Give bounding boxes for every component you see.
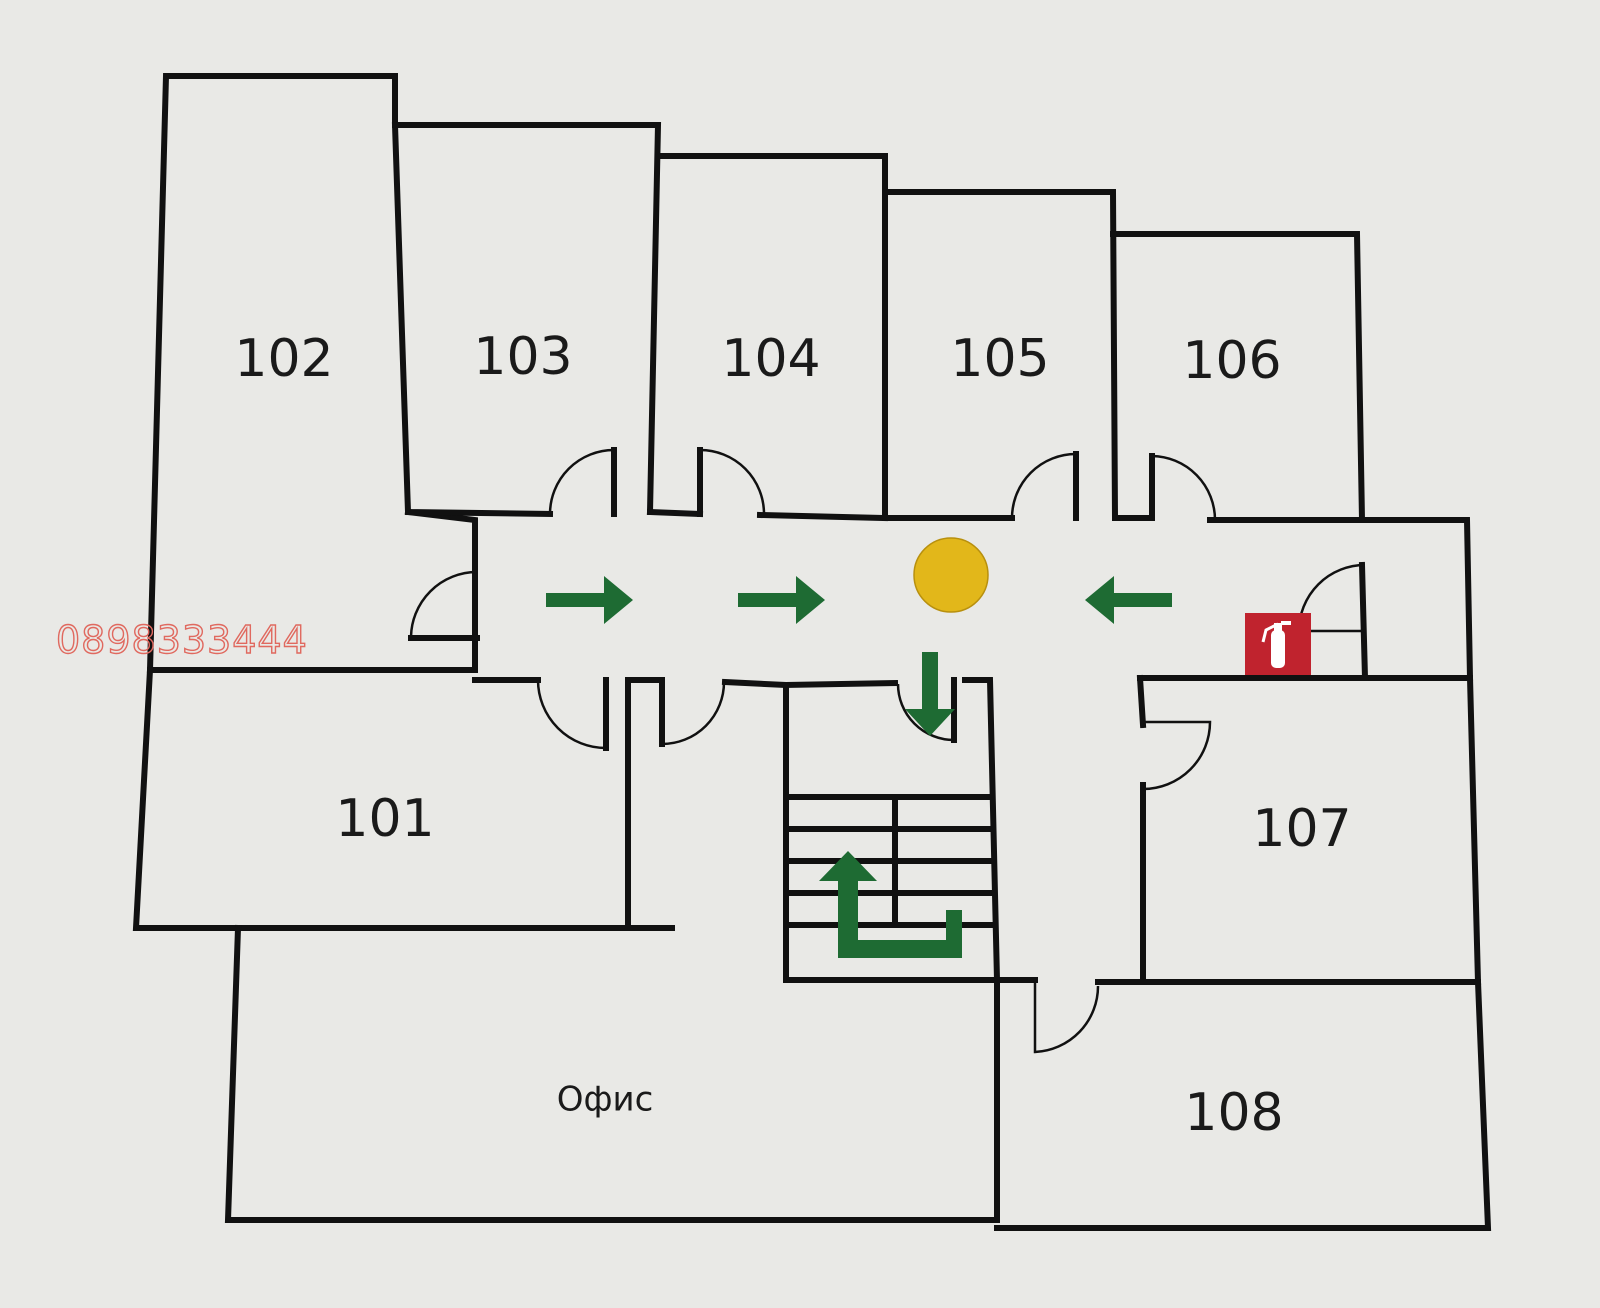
door-room-105 [1010, 451, 1079, 521]
evacuation-arrows [546, 576, 1172, 958]
door-room-101 [536, 677, 609, 751]
walls [132, 73, 1492, 1231]
door-room-108 [1033, 980, 1100, 1054]
evacuation-arrow-right-2 [738, 576, 825, 624]
door-room-107 [1142, 720, 1212, 791]
room-label-108: 108 [1184, 1083, 1283, 1143]
door-room-104 [697, 447, 766, 517]
evacuation-arrow-left [1085, 576, 1172, 624]
staircase [787, 794, 998, 928]
door-room-106 [1149, 453, 1217, 521]
room-label-102: 102 [234, 329, 333, 389]
stairwell-walls [782, 677, 1001, 983]
evacuation-arrow-stairs [819, 851, 962, 958]
evacuation-arrow-right-1 [546, 576, 633, 624]
door-corridor-passage [659, 677, 726, 747]
you-are-here-marker [913, 537, 989, 613]
doors [408, 447, 1366, 1054]
room-label-office: Офис [557, 1080, 654, 1120]
door-room-103 [548, 447, 617, 517]
room-label-107: 107 [1252, 799, 1351, 859]
room-104-walls [646, 153, 889, 522]
room-label-103: 103 [473, 327, 572, 387]
corridor-walls [625, 561, 1369, 689]
room-label-105: 105 [950, 329, 1049, 389]
evacuation-arrow-down [905, 652, 955, 736]
watermark-phone: 0898333444 [56, 618, 308, 662]
door-room-102 [408, 570, 480, 641]
room-106-walls [1110, 231, 1474, 682]
room-labels: 102 103 104 105 106 101 107 108 Офис [234, 327, 1351, 1143]
fire-extinguisher-icon [1245, 613, 1311, 675]
room-103-walls [391, 121, 662, 518]
office-walls [224, 924, 1000, 1223]
room-label-106: 106 [1182, 331, 1281, 391]
room-label-104: 104 [721, 329, 820, 389]
room-105-walls [882, 189, 1119, 522]
room-label-101: 101 [335, 789, 434, 849]
room-108-walls [994, 977, 1492, 1231]
room-101-walls [132, 666, 675, 931]
